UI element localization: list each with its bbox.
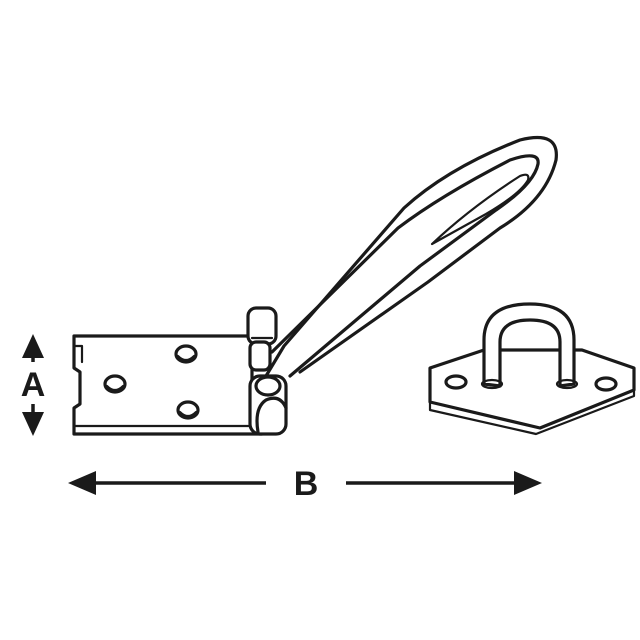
wire-outer — [264, 135, 558, 378]
hinge-curl — [255, 396, 288, 434]
dimension-a-arrow-down — [22, 412, 44, 436]
screw-hole-top — [174, 344, 198, 364]
dimension-a-arrow-up — [22, 334, 44, 358]
staple-loop-foot-left — [480, 378, 504, 390]
screw-hole-left — [103, 374, 127, 394]
screw-hole-top-depth — [176, 354, 196, 362]
wire-loop-slot — [430, 173, 530, 246]
dimension-b-arrow-left — [68, 471, 96, 495]
staple-hole-left — [444, 374, 468, 390]
hinge — [246, 306, 288, 436]
staple-plate-edge — [428, 388, 636, 436]
staple-hole-right — [594, 376, 618, 392]
dimension-b-arrow-right — [514, 471, 542, 495]
dimension-a: A — [21, 334, 46, 436]
hinge-knuckle-middle — [248, 340, 272, 372]
screw-hole-bottom — [176, 400, 200, 420]
screw-hole-left-depth — [105, 384, 125, 392]
staple-loop-foot-right — [555, 378, 579, 390]
dimension-b-label: B — [294, 465, 319, 503]
hasp-plate-notch — [72, 344, 84, 364]
staple — [428, 302, 636, 436]
hinge-pin-end — [254, 375, 282, 397]
hasp-plate-outline — [72, 334, 264, 436]
dimension-a-label: A — [21, 366, 46, 404]
screw-hole-bottom-depth — [178, 410, 198, 418]
hasp-plate — [72, 334, 264, 436]
staple-loop-outer — [482, 302, 576, 388]
wire-hasp — [264, 135, 558, 378]
dimension-b: B — [68, 465, 542, 503]
